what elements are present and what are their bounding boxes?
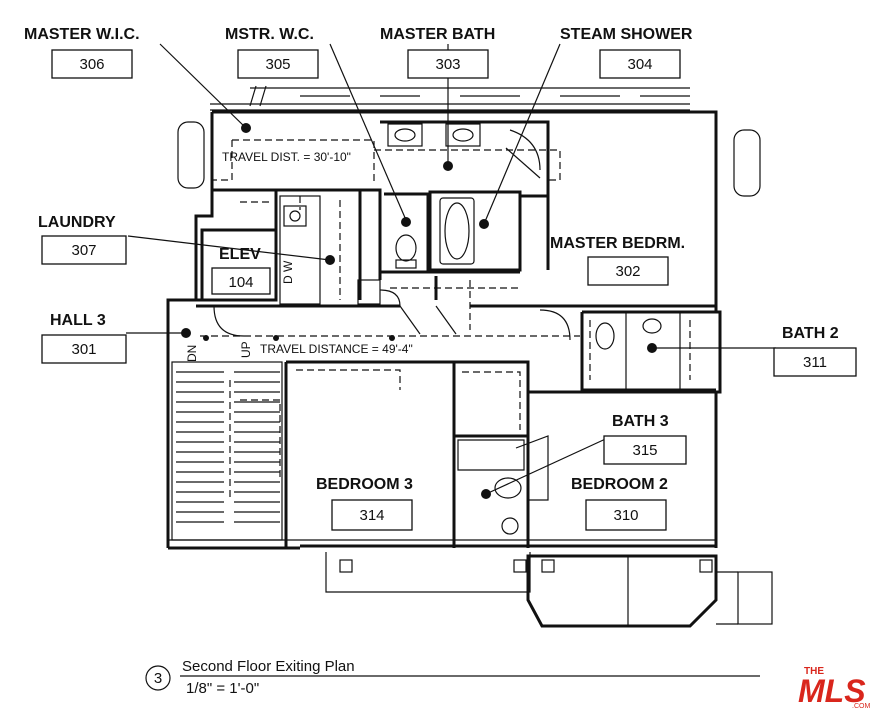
room-bedroom-3: BEDROOM 3 314 bbox=[316, 476, 413, 531]
room-label: BATH 3 bbox=[612, 413, 669, 430]
room-label: BATH 2 bbox=[782, 325, 839, 342]
room-bath-3: BATH 3 315 bbox=[603, 413, 687, 465]
room-master-bedrm: MASTER BEDRM. 302 bbox=[550, 235, 685, 286]
room-label: STEAM SHOWER bbox=[560, 26, 693, 43]
room-label: MASTER BEDRM. bbox=[550, 235, 685, 252]
drawing-scale: 1/8" = 1'-0" bbox=[186, 680, 259, 697]
svg-text:D W: D W bbox=[281, 260, 295, 284]
room-number: 307 bbox=[71, 242, 96, 259]
room-number: 311 bbox=[803, 354, 827, 371]
stair-treads bbox=[176, 371, 280, 523]
leader-lines bbox=[126, 43, 776, 499]
room-number: 302 bbox=[615, 263, 640, 280]
room-label: LAUNDRY bbox=[38, 214, 116, 231]
travel-distance-note: TRAVEL DISTANCE = 49'-4" bbox=[260, 342, 413, 356]
room-label: MSTR. W.C. bbox=[225, 26, 314, 43]
logo-mls: MLS bbox=[798, 673, 866, 709]
room-mstr-wc: MSTR. W.C. 305 bbox=[225, 26, 319, 79]
room-bath-2: BATH 2 311 bbox=[773, 325, 857, 377]
room-label: ELEV bbox=[219, 246, 261, 263]
stair-up-label: UP bbox=[239, 341, 253, 358]
room-master-bath: MASTER BATH 303 bbox=[380, 26, 495, 79]
room-master-wic: MASTER W.I.C. 306 bbox=[24, 26, 140, 79]
door-swings bbox=[213, 129, 571, 501]
room-label: HALL 3 bbox=[50, 312, 106, 329]
room-number: 305 bbox=[265, 56, 290, 73]
plumbing-fixtures bbox=[177, 121, 773, 628]
room-number: 104 bbox=[228, 274, 253, 291]
room-number: 314 bbox=[359, 507, 384, 524]
room-label: MASTER W.I.C. bbox=[24, 26, 140, 43]
room-number: 303 bbox=[435, 56, 460, 73]
room-label: MASTER BATH bbox=[380, 26, 495, 43]
room-label: BEDROOM 3 bbox=[316, 476, 413, 493]
drawing-number: 3 bbox=[154, 670, 162, 687]
logo-com: .COM bbox=[852, 703, 870, 710]
stair-down-label: DN bbox=[185, 345, 199, 362]
building-walls bbox=[166, 85, 722, 550]
room-number: 315 bbox=[632, 442, 657, 459]
room-elev: ELEV 104 bbox=[211, 246, 271, 295]
room-steam-shower: STEAM SHOWER 304 bbox=[560, 26, 693, 79]
logo-the: THE bbox=[804, 666, 824, 677]
room-number: 306 bbox=[79, 56, 104, 73]
drawing-title: Second Floor Exiting Plan bbox=[182, 658, 355, 675]
room-number: 310 bbox=[613, 507, 638, 524]
mls-logo: THE MLS .COM bbox=[798, 666, 870, 710]
room-bedroom-2: BEDROOM 2 310 bbox=[571, 476, 668, 531]
travel-distance-note: TRAVEL DIST. = 30'-10" bbox=[222, 150, 351, 164]
room-number: 301 bbox=[71, 341, 96, 358]
room-number: 304 bbox=[627, 56, 652, 73]
room-label: BEDROOM 2 bbox=[571, 476, 668, 493]
room-hall-3: HALL 3 301 bbox=[41, 312, 127, 364]
room-laundry: LAUNDRY 307 bbox=[38, 214, 127, 265]
title-block: 3 Second Floor Exiting Plan 1/8" = 1'-0" bbox=[145, 658, 760, 697]
